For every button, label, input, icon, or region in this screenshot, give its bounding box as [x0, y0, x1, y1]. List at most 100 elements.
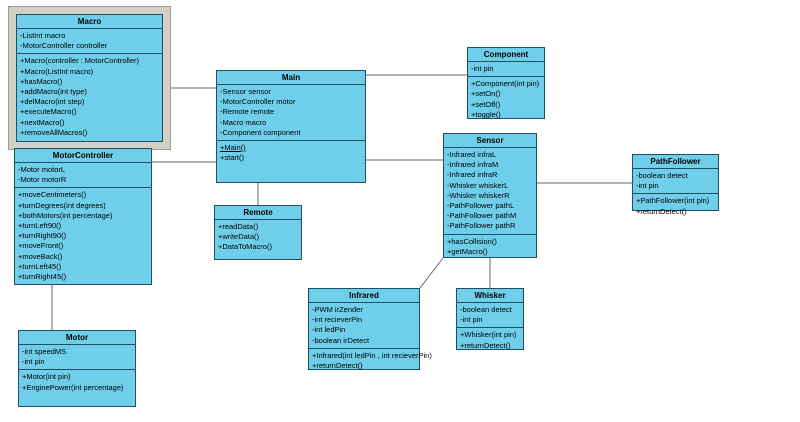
attribute-row: -Infrared infraL [447, 150, 497, 159]
method-row: +turnDegrees(int degrees) [18, 200, 106, 210]
class-box-macro[interactable]: Macro-ListInt macro-MotorController cont… [16, 14, 163, 142]
method-row: +toggle() [471, 109, 501, 119]
class-box-motorcontroller[interactable]: MotorController-Motor motorL-Motor motor… [14, 148, 152, 285]
method-row: +Component(int pin) [471, 79, 540, 89]
attribute-row: -PWM irZender [312, 305, 363, 314]
method-row: +addMacro(int type) [20, 87, 87, 97]
methods-main: +Main()+start() [217, 141, 365, 165]
class-name-sensor: Sensor [444, 134, 536, 148]
attribute-row: -MotorController controller [20, 41, 108, 51]
class-name-infrared: Infrared [309, 289, 419, 303]
method-row: +PathFollower(int pin) [636, 196, 710, 206]
method-row: +start() [220, 153, 244, 163]
attributes-infrared: -PWM irZender-int recieverPin-int ledPin… [309, 303, 419, 349]
method-row: +bothMotors(int percentage) [18, 210, 113, 220]
method-row: +turnRight45() [18, 272, 67, 282]
attributes-motorcontroller: -Motor motorL-Motor motorR [15, 163, 151, 189]
attribute-row: -Remote remote [220, 107, 275, 117]
class-name-motorcontroller: MotorController [15, 149, 151, 163]
attribute-row: -Infrared infraM [447, 160, 499, 170]
method-row: +moveFront() [18, 241, 64, 251]
method-row: +Motor(int pin) [22, 372, 71, 382]
methods-component: +Component(int pin)+setOn()+setOff()+tog… [468, 77, 544, 122]
methods-motorcontroller: +moveCentimeters()+turnDegrees(int degre… [15, 188, 151, 284]
attribute-row: -int pin [636, 181, 659, 191]
class-name-motor: Motor [19, 331, 135, 345]
attribute-row: -Macro macro [220, 117, 267, 127]
method-row: +Main() [220, 143, 246, 153]
attributes-whisker: -boolean detect-int pin [457, 303, 523, 329]
class-name-whisker: Whisker [457, 289, 523, 303]
connector-sensor-to-infrared[interactable] [419, 257, 444, 289]
attribute-row: -Infrared infraR [447, 170, 498, 180]
methods-pathfollower: +PathFollower(int pin)+returnDetect() [633, 194, 718, 218]
attribute-row: -Sensor sensor [220, 87, 271, 96]
method-row: +moveCentimeters() [18, 190, 87, 200]
class-name-macro: Macro [17, 15, 162, 29]
attribute-row: -MotorController motor [220, 97, 296, 107]
attributes-motor: -int speedMS-int pin [19, 345, 135, 371]
method-row: +executeMacro() [20, 107, 77, 117]
method-row: +delMacro(int step) [20, 97, 85, 107]
method-row: +getMacro() [447, 246, 488, 256]
method-row: +returnDetect() [636, 206, 687, 216]
methods-motor: +Motor(int pin)+EnginePower(int percenta… [19, 370, 135, 394]
methods-whisker: +Whisker(int pin)+returnDetect() [457, 328, 523, 352]
method-row: +EnginePower(int percentage) [22, 382, 124, 392]
class-box-motor[interactable]: Motor-int speedMS-int pin+Motor(int pin)… [18, 330, 136, 407]
method-row: +writeData() [218, 232, 260, 242]
method-row: +turnLeft90() [18, 221, 62, 231]
attributes-macro: -ListInt macro-MotorController controlle… [17, 29, 162, 55]
method-row: +Infrared(int ledPin , int recieverPin) [312, 350, 432, 360]
attribute-row: -int recieverPin [312, 315, 363, 325]
attribute-row: -Component component [220, 127, 301, 137]
method-row: +removeAllMacros() [20, 127, 88, 137]
method-row: +turnLeft45() [18, 261, 62, 271]
attribute-row: -Motor motorL [18, 165, 66, 174]
method-row: +Whisker(int pin) [460, 330, 517, 340]
attribute-row: -boolean irDetect [312, 335, 370, 345]
method-row: +turnRight90() [18, 231, 67, 241]
methods-macro: +Macro(controller : MotorController)+Mac… [17, 54, 162, 140]
attributes-component: -int pin [468, 62, 544, 78]
attribute-row: -int ledPin [312, 325, 346, 335]
method-row: +hasMacro() [20, 76, 63, 86]
class-name-main: Main [217, 71, 365, 85]
attribute-row: -Whisker whiskerR [447, 190, 510, 200]
method-row: +hasCollision() [447, 236, 497, 246]
class-box-component[interactable]: Component-int pin+Component(int pin)+set… [467, 47, 545, 119]
class-name-pathfollower: PathFollower [633, 155, 718, 169]
class-box-sensor[interactable]: Sensor-Infrared infraL-Infrared infraM-I… [443, 133, 537, 258]
attributes-main: -Sensor sensor-MotorController motor-Rem… [217, 85, 365, 142]
method-row: +setOn() [471, 89, 501, 99]
methods-remote: +readData()+writeData()+DataToMacro() [215, 220, 301, 255]
method-row: +returnDetect() [312, 361, 363, 371]
attribute-row: -boolean detect [636, 171, 688, 180]
class-box-main[interactable]: Main-Sensor sensor-MotorController motor… [216, 70, 366, 183]
class-box-remote[interactable]: Remote+readData()+writeData()+DataToMacr… [214, 205, 302, 260]
attribute-row: -Motor motorR [18, 175, 67, 185]
attributes-pathfollower: -boolean detect-int pin [633, 169, 718, 195]
class-box-whisker[interactable]: Whisker-boolean detect-int pin+Whisker(i… [456, 288, 524, 350]
attribute-row: -PathFollower pathR [447, 221, 516, 231]
attributes-sensor: -Infrared infraL-Infrared infraM-Infrare… [444, 148, 536, 235]
method-row: +Macro(controller : MotorController) [20, 56, 139, 66]
method-row: +moveBack() [18, 251, 63, 261]
attribute-row: -ListInt macro [20, 31, 66, 40]
attribute-row: -Whisker whiskerL [447, 180, 509, 190]
attribute-row: -PathFollower pathL [447, 201, 515, 211]
attribute-row: -int pin [22, 357, 45, 367]
attribute-row: -int speedMS [22, 347, 67, 356]
method-row: +returnDetect() [460, 340, 511, 350]
class-box-infrared[interactable]: Infrared-PWM irZender-int recieverPin-in… [308, 288, 432, 373]
method-row: +Macro(ListInt macro) [20, 66, 94, 76]
class-name-remote: Remote [215, 206, 301, 220]
method-row: +nextMacro() [20, 117, 65, 127]
attribute-row: -boolean detect [460, 305, 512, 314]
method-row: +setOff() [471, 99, 501, 109]
class-box-pathfollower[interactable]: PathFollower-boolean detect-int pin+Path… [632, 154, 719, 216]
methods-infrared: +Infrared(int ledPin , int recieverPin)+… [309, 349, 432, 373]
methods-sensor: +hasCollision()+getMacro() [444, 235, 536, 259]
